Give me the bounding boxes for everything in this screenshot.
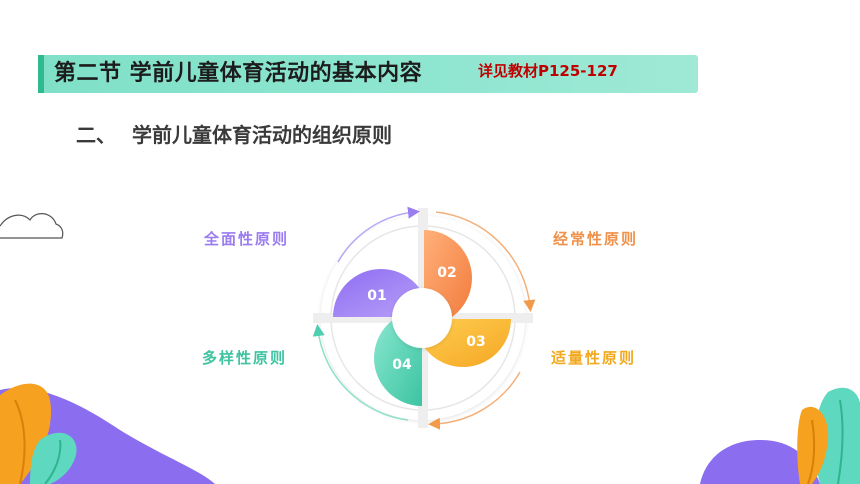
section-header-bar bbox=[38, 55, 698, 93]
arrow-purple bbox=[337, 206, 420, 263]
petal-number-03: 03 bbox=[466, 334, 485, 350]
principle-label-03: 适量性原则 bbox=[551, 349, 637, 367]
arrow-teal bbox=[312, 324, 409, 421]
foliage-left-decoration bbox=[0, 383, 215, 484]
subheading-number: 二、 bbox=[76, 123, 116, 147]
section-title: 第二节 学前儿童体育活动的基本内容 bbox=[54, 61, 423, 86]
petal-number-04: 04 bbox=[392, 357, 412, 373]
subheading: 二、学前儿童体育活动的组织原则 bbox=[76, 120, 392, 150]
principle-label-02: 经常性原则 bbox=[553, 230, 639, 248]
header-accent-stripe bbox=[38, 55, 44, 93]
foliage-right-decoration bbox=[700, 387, 860, 484]
subheading-text: 学前儿童体育活动的组织原则 bbox=[132, 123, 392, 147]
principle-label-01: 全面性原则 bbox=[204, 230, 290, 248]
arrow-orange-bottom bbox=[428, 371, 521, 430]
cloud-icon bbox=[0, 213, 64, 239]
petal-number-02: 02 bbox=[437, 265, 456, 281]
principle-label-04: 多样性原则 bbox=[202, 349, 288, 367]
principles-diagram: 01 02 03 04 bbox=[312, 206, 536, 430]
textbook-reference: 详见教材P125-127 bbox=[478, 62, 618, 80]
arrow-orange bbox=[435, 211, 536, 312]
petal-number-01: 01 bbox=[367, 288, 386, 304]
